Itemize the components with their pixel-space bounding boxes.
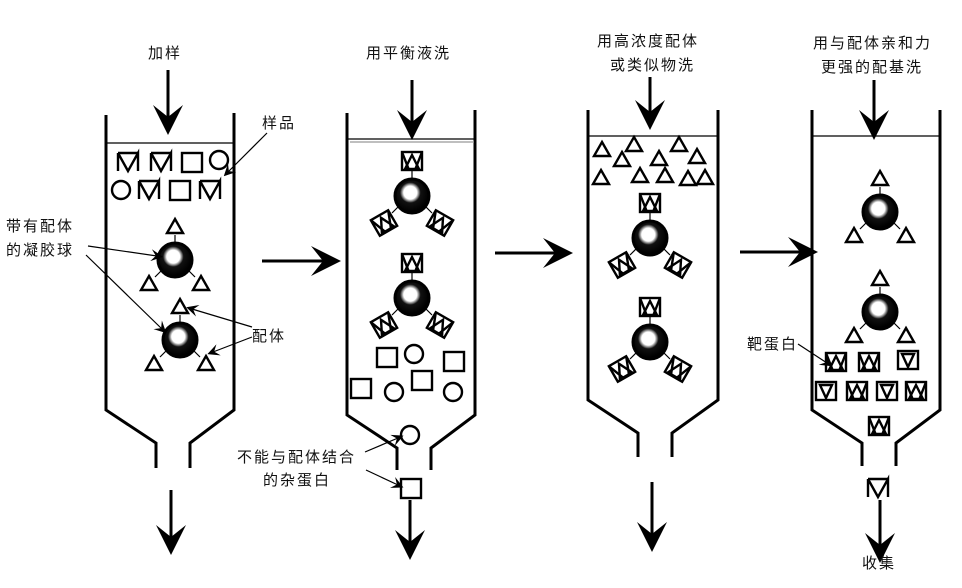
impurity-label-line2: 的杂蛋白 <box>263 471 332 489</box>
gel-bead-label-line2: 的凝胶球 <box>6 241 75 259</box>
step-4-title-line1: 用与配体亲和力 <box>813 34 933 52</box>
step-3-title-line1: 用高浓度配体 <box>597 32 700 50</box>
column-2 <box>345 80 477 560</box>
target-protein-label: 靶蛋白 <box>747 335 799 353</box>
ligand-label: 配体 <box>252 327 287 345</box>
step-2-title: 用平衡液洗 <box>366 44 452 62</box>
sample-label: 样品 <box>262 114 297 132</box>
column-3 <box>586 77 720 552</box>
step-3-title-line2: 或类似物洗 <box>610 56 696 74</box>
column-4 <box>797 80 942 563</box>
step-1-title: 加样 <box>148 44 183 62</box>
impurity-label-line1: 不能与配体结合 <box>237 448 357 466</box>
gel-bead-label-line1: 带有配体 <box>6 217 75 235</box>
step-4-title-line2: 更强的配基洗 <box>821 58 924 76</box>
collect-label: 收集 <box>862 554 897 572</box>
column-1 <box>85 70 268 555</box>
